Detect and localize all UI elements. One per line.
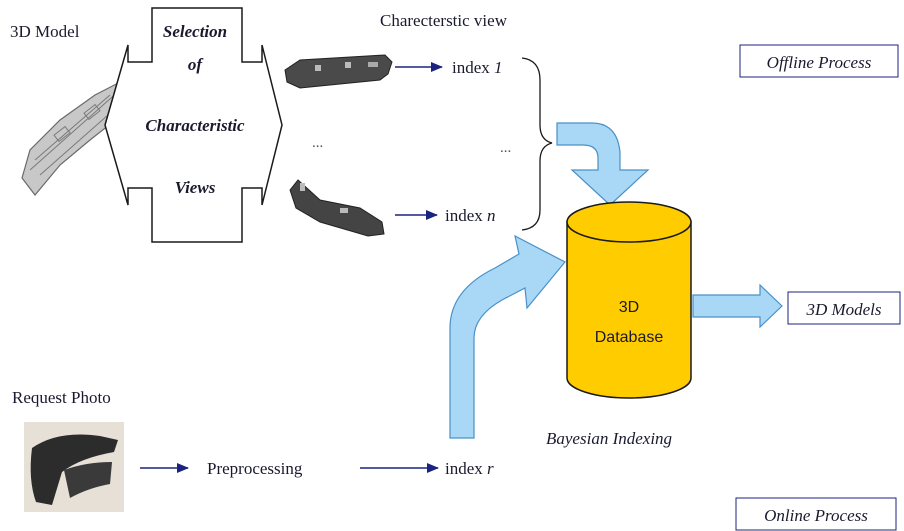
online-process-box bbox=[735, 497, 897, 531]
request-photo-image bbox=[24, 422, 124, 512]
selection-text-2: of bbox=[188, 55, 205, 74]
online-process-label: Online Process bbox=[764, 506, 868, 525]
index-1-label: index 1 bbox=[452, 58, 503, 77]
view-image-1 bbox=[284, 54, 393, 89]
selection-text-4: Views bbox=[175, 178, 216, 197]
3d-models-label: 3D Models bbox=[805, 300, 881, 319]
3d-model-image bbox=[21, 77, 129, 196]
database-label-line2: Database bbox=[595, 329, 664, 346]
ellipsis-indices: ... bbox=[500, 140, 511, 156]
index-r-label: index r bbox=[445, 459, 494, 478]
selection-text-1: Selection bbox=[163, 22, 227, 41]
online-to-db-arrow bbox=[449, 234, 566, 439]
view-image-n bbox=[289, 179, 385, 237]
ellipsis-views: ... bbox=[312, 135, 323, 151]
index-group-brace bbox=[521, 57, 553, 231]
selection-cross-shape bbox=[104, 7, 283, 243]
index-n-label: index n bbox=[445, 206, 496, 225]
3d-models-box bbox=[787, 291, 901, 325]
offline-process-label: Offline Process bbox=[767, 53, 872, 72]
bayesian-indexing-label: Bayesian Indexing bbox=[546, 429, 672, 448]
3d-model-label: 3D Model bbox=[10, 22, 80, 41]
3d-database-cylinder bbox=[566, 201, 692, 399]
offline-process-box bbox=[739, 44, 899, 78]
db-to-models-arrow bbox=[692, 283, 783, 329]
characteristic-view-label: Charecterstic view bbox=[380, 11, 508, 30]
database-label-line1: 3D bbox=[619, 299, 639, 316]
preprocessing-label: Preprocessing bbox=[207, 459, 303, 478]
offline-to-db-arrow bbox=[556, 122, 650, 206]
selection-text-3: Characteristic bbox=[145, 116, 245, 135]
request-photo-label: Request Photo bbox=[12, 388, 111, 407]
